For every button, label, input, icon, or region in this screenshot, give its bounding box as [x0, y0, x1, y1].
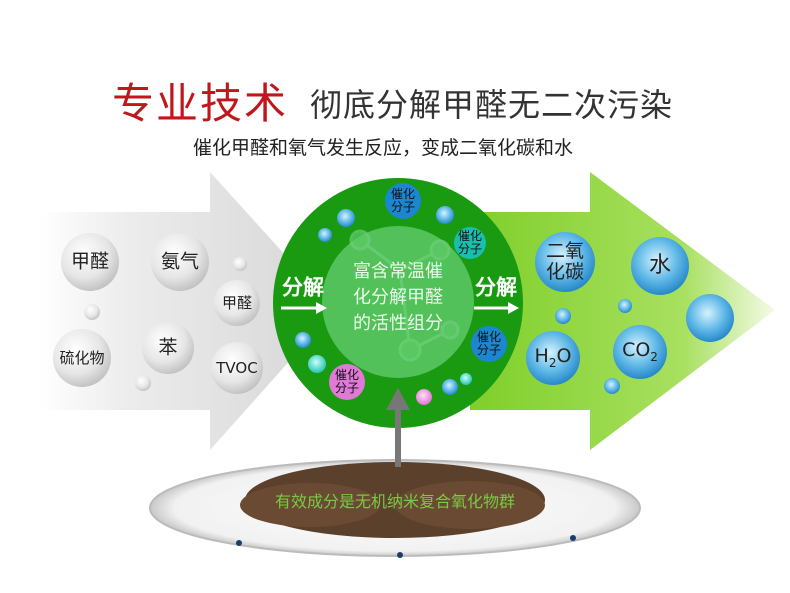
- core-line-3: 的活性组分: [353, 313, 443, 335]
- catalyst-molecule-label: 催化分子: [390, 186, 416, 214]
- catalyst-text: 催化: [457, 228, 483, 243]
- active-core-text: 富含常温催 化分解甲醛 的活性组分: [353, 259, 443, 337]
- title-highlight: 专业技术: [112, 79, 289, 128]
- catalyst-text: 分子: [457, 242, 483, 256]
- product-h2o: H2O: [535, 346, 572, 370]
- plate-caption: 有效成分是无机纳米复合氧化物群: [274, 492, 516, 512]
- product-spheres: [526, 232, 734, 394]
- input-arrow: [40, 172, 335, 450]
- catalyst-text: 分子: [476, 343, 502, 357]
- molecule-pattern-icon: [349, 229, 460, 362]
- pollutant-formaldehyde-small: 甲醛: [221, 293, 253, 312]
- product-carbon-dioxide-cn: 二氧化碳: [546, 241, 584, 283]
- catalyst-molecule-label: 催化分子: [476, 329, 502, 357]
- catalyst-text: 催化: [334, 367, 360, 382]
- core-line-1: 富含常温催: [353, 260, 443, 282]
- pollutant-sulfide: 硫化物: [59, 348, 105, 367]
- catalyst-text: 分子: [334, 381, 360, 395]
- catalyst-text: 催化: [390, 186, 416, 201]
- plate-rivets: [236, 535, 576, 558]
- catalyst-molecule-label: 催化分子: [334, 367, 360, 395]
- h2o-h: H: [534, 345, 549, 368]
- active-core: [322, 226, 474, 378]
- up-arrow-icon: [386, 388, 410, 467]
- subtitle: 催化甲醛和氧气发生反应，变成二氧化碳和水: [193, 137, 574, 159]
- co2-cn-line-2: 化碳: [545, 261, 585, 283]
- granules: [240, 462, 545, 538]
- co2-subscript: 2: [650, 349, 658, 364]
- co2-co: CO: [622, 339, 651, 362]
- h2o-subscript: 2: [548, 355, 557, 370]
- pollutant-formaldehyde: 甲醛: [70, 250, 110, 273]
- title-rest: 彻底分解甲醛无二次污染: [310, 86, 674, 124]
- catalyst-particles: [295, 183, 507, 405]
- decompose-label-left: 分解: [282, 275, 324, 300]
- pollutant-ammonia: 氨气: [160, 250, 200, 273]
- decompose-label-right: 分解: [475, 275, 517, 300]
- catalyst-text: 分子: [390, 200, 416, 214]
- catalyst-molecule-label: 催化分子: [457, 228, 483, 256]
- catalyst-text: 催化: [476, 329, 502, 344]
- pollutant-tvoc: TVOC: [216, 358, 258, 377]
- product-co2: CO2: [622, 340, 658, 364]
- h2o-o: O: [556, 345, 572, 368]
- core-line-2: 化分解甲醛: [353, 286, 443, 308]
- right-arrow-icon: [281, 302, 519, 314]
- product-water-cn: 水: [648, 252, 672, 278]
- co2-cn-line-1: 二氧: [545, 240, 585, 263]
- pollutant-benzene: 苯: [158, 336, 178, 359]
- pollutant-spheres: [53, 233, 263, 394]
